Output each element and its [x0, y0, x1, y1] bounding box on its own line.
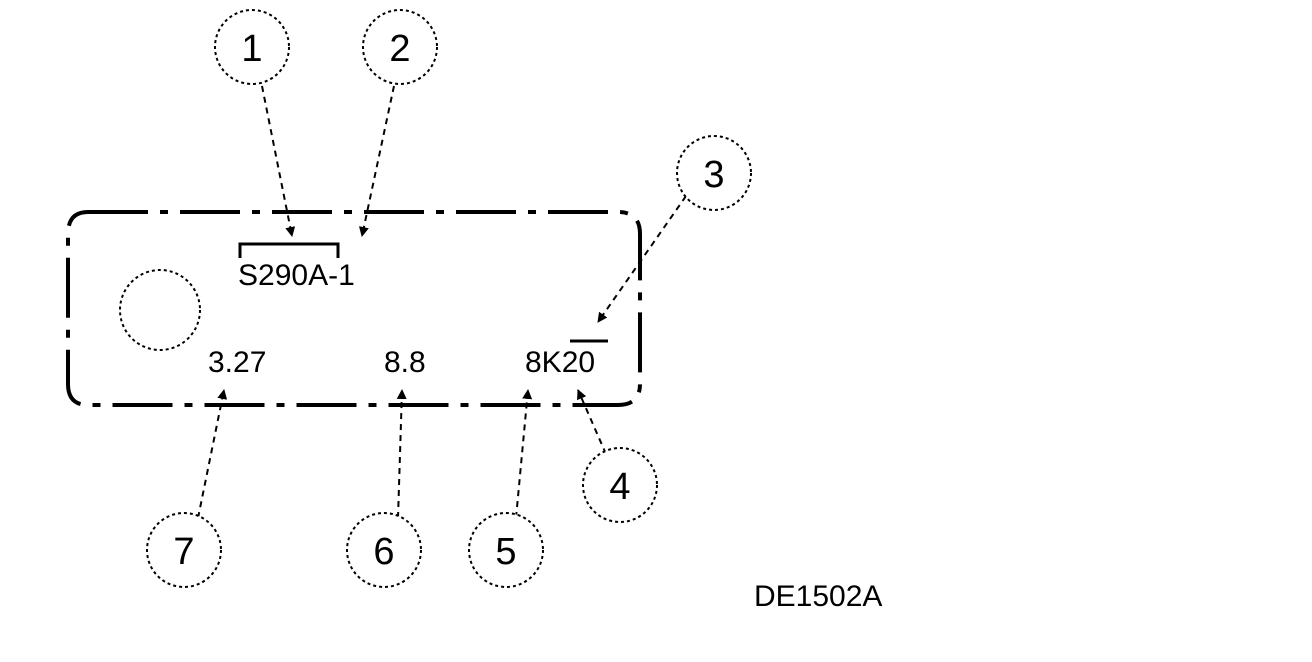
tag-plate-outline [66, 210, 642, 407]
leader-3 [597, 195, 687, 323]
leader-lines [197, 85, 687, 519]
callout-number-6: 6 [373, 531, 394, 573]
callout-circle-6 [346, 512, 422, 588]
ratio-text: 3.27 [208, 346, 266, 379]
leader-1 [261, 85, 296, 237]
leader-4 [577, 389, 607, 455]
callout-circle-7 [146, 512, 222, 588]
callout-circle-1 [214, 9, 290, 85]
callout-number-2: 2 [389, 28, 410, 70]
callout-number-4: 4 [609, 466, 630, 508]
leader-5 [515, 389, 533, 519]
leader-6 [396, 389, 407, 519]
leader-7 [197, 389, 228, 519]
callout-circle-3 [676, 135, 752, 211]
leader-2 [358, 85, 395, 237]
callout-circle-5 [468, 512, 544, 588]
figure-id: DE1502A [754, 580, 882, 613]
mounting-hole [119, 269, 201, 351]
part-code-text: S290A-1 [238, 259, 355, 292]
callout-circles [146, 9, 752, 588]
callout-circle-2 [362, 9, 438, 85]
part-prefix-bracket [238, 242, 340, 258]
ring-gear-text: 8.8 [384, 346, 426, 379]
callout-number-1: 1 [241, 28, 262, 70]
callout-circle-4 [582, 447, 658, 523]
callout-number-3: 3 [703, 154, 724, 196]
callout-number-5: 5 [495, 531, 516, 573]
callout-number-7: 7 [173, 531, 194, 573]
capacity-code-text: 8K20 [525, 346, 595, 379]
